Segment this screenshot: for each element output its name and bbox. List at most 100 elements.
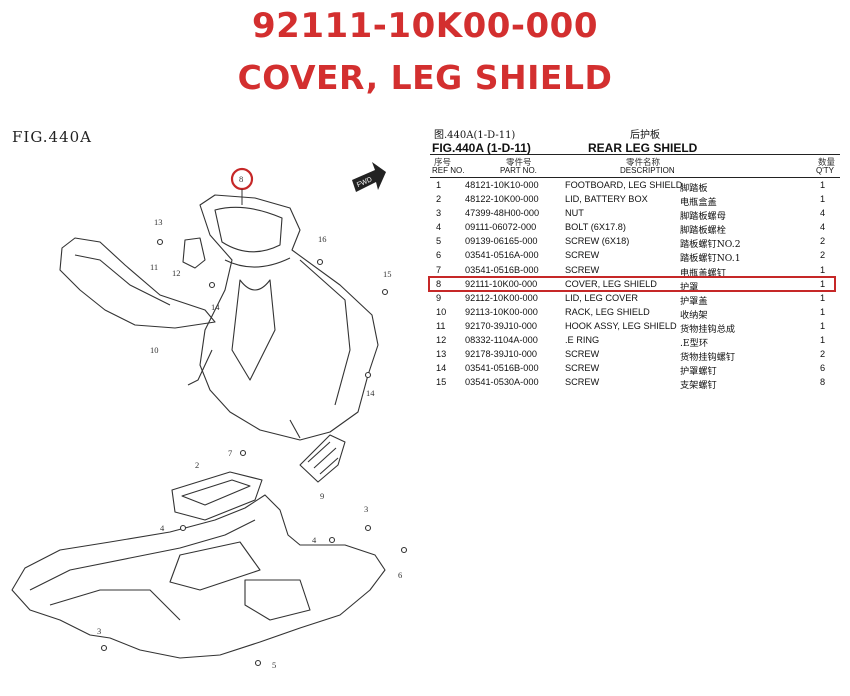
cell-desc: SCREW <box>565 349 600 360</box>
cell-qty: 1 <box>820 278 826 289</box>
cell-ref: 14 <box>436 363 447 374</box>
cell-desc: SCREW (6X18) <box>565 236 630 247</box>
cell-qty: 4 <box>820 208 826 219</box>
cell-desc: NUT <box>565 208 584 219</box>
table-title-cn: 后护板 <box>630 130 660 141</box>
cell-ref: 6 <box>436 250 442 261</box>
cell-part: 47399-48H00-000 <box>465 208 540 219</box>
callout: 11 <box>150 262 158 272</box>
header-ref-cn: 序号 <box>434 158 452 168</box>
callout: 14 <box>211 302 220 312</box>
cell-ref: 13 <box>436 349 447 360</box>
figure-label: FIG.440A <box>12 128 93 146</box>
cell-ref: 3 <box>436 208 442 219</box>
cell-part: 03541-0516B-000 <box>465 363 539 374</box>
part-name-title: COVER, LEG SHIELD <box>237 58 613 97</box>
cell-qty: 1 <box>820 320 826 331</box>
footboard-shape <box>11 494 386 659</box>
callout: 15 <box>383 269 392 279</box>
callout: 7 <box>228 448 232 458</box>
cell-cn: 电瓶盖螺钉 <box>680 267 726 279</box>
part-number-title: 92111-10K00-000 <box>252 6 598 46</box>
cell-cn: 护罩 <box>680 281 699 293</box>
rack-shape <box>59 237 216 329</box>
callout: 12 <box>172 268 181 278</box>
cell-qty: 4 <box>820 222 826 233</box>
cell-desc: SCREW <box>565 363 600 374</box>
cell-ref: 4 <box>436 222 442 233</box>
cell-part: 09111-06072-000 <box>465 222 537 233</box>
table-header: 序号 REF NO. 零件号 PART NO. 零件名称 DESCRIPTION… <box>430 155 840 178</box>
header-part-en: PART NO. <box>500 166 537 175</box>
callout-labels: 8 13 11 12 16 14 15 10 14 7 2 9 4 4 3 6 … <box>97 174 402 670</box>
cell-ref: 5 <box>436 236 442 247</box>
cell-cn: 踏板螺钉NO.2 <box>680 239 741 251</box>
cell-desc: HOOK ASSY, LEG SHIELD <box>565 320 677 331</box>
callout: 14 <box>366 388 375 398</box>
leg-shield-cover-shape <box>199 194 379 441</box>
cell-cn: 支架螺钉 <box>680 380 717 392</box>
exploded-parts-diagram: FWD 8 13 11 12 16 14 15 10 14 7 2 9 4 4 … <box>11 162 408 670</box>
cell-qty: 1 <box>820 335 826 346</box>
callout: 9 <box>320 491 324 501</box>
cell-part: 08332-1104A-000 <box>465 335 538 346</box>
cell-qty: 1 <box>820 264 826 275</box>
cell-part: 48121-10K10-000 <box>465 180 539 190</box>
cell-desc: BOLT (6X17.8) <box>565 222 626 233</box>
cell-ref: 8 <box>436 278 442 289</box>
cell-qty: 8 <box>820 377 826 388</box>
callout: 10 <box>150 345 159 355</box>
cell-desc: SCREW <box>565 377 600 388</box>
cell-desc: RACK, LEG SHIELD <box>565 306 650 317</box>
cell-ref: 7 <box>436 264 442 275</box>
cell-desc: FOOTBOARD, LEG SHIELD <box>565 180 683 190</box>
cell-ref: 10 <box>436 306 447 317</box>
table-row: 5 09139-06165-000 SCREW (6X18) 踏板螺钉NO.2 2 <box>430 234 840 251</box>
header-qty-cn: 数量 <box>818 158 836 168</box>
header-part-cn: 零件号 <box>506 158 532 168</box>
cell-cn: 电瓶盒盖 <box>680 197 717 209</box>
header-desc-cn: 零件名称 <box>626 158 661 168</box>
cell-desc: LID, LEG COVER <box>565 292 639 303</box>
cell-qty: 6 <box>820 363 826 374</box>
cell-part: 92170-39J10-000 <box>465 320 538 331</box>
cell-part: 92113-10K00-000 <box>465 306 538 317</box>
fig-label-cn: 图.440A(1-D-11) <box>434 130 516 141</box>
cell-ref: 12 <box>436 335 447 346</box>
cell-cn: 收纳架 <box>680 309 708 321</box>
table-title-en: REAR LEG SHIELD <box>588 141 698 155</box>
parts-table: 图.440A(1-D-11) 后护板 FIG.440A (1-D-11) REA… <box>430 126 840 392</box>
cell-part: 03541-0516B-000 <box>465 264 539 275</box>
cell-cn: 货物挂钩总成 <box>680 323 736 335</box>
cell-part: 09139-06165-000 <box>465 236 538 247</box>
callout: 3 <box>364 504 368 514</box>
callout: 4 <box>312 535 317 545</box>
cell-qty: 1 <box>820 194 826 205</box>
cell-cn: 脚踏板 <box>680 183 708 194</box>
cell-desc: COVER, LEG SHIELD <box>565 278 657 289</box>
callout: 4 <box>160 523 165 533</box>
callout: 3 <box>97 626 101 636</box>
cell-ref: 2 <box>436 194 442 205</box>
cell-qty: 1 <box>820 292 826 303</box>
cell-cn: 脚踏板螺栓 <box>680 225 726 237</box>
cell-ref: 11 <box>436 320 446 331</box>
header-qty-en: Q'TY <box>816 166 834 175</box>
callout: 6 <box>398 570 402 580</box>
cell-ref: 15 <box>436 377 447 388</box>
header-desc-en: DESCRIPTION <box>620 166 675 175</box>
cell-part: 92111-10K00-000 <box>465 278 538 289</box>
cell-desc: SCREW <box>565 250 600 261</box>
callout: 2 <box>195 460 199 470</box>
cell-desc: SCREW <box>565 264 600 275</box>
cell-qty: 2 <box>820 236 826 247</box>
